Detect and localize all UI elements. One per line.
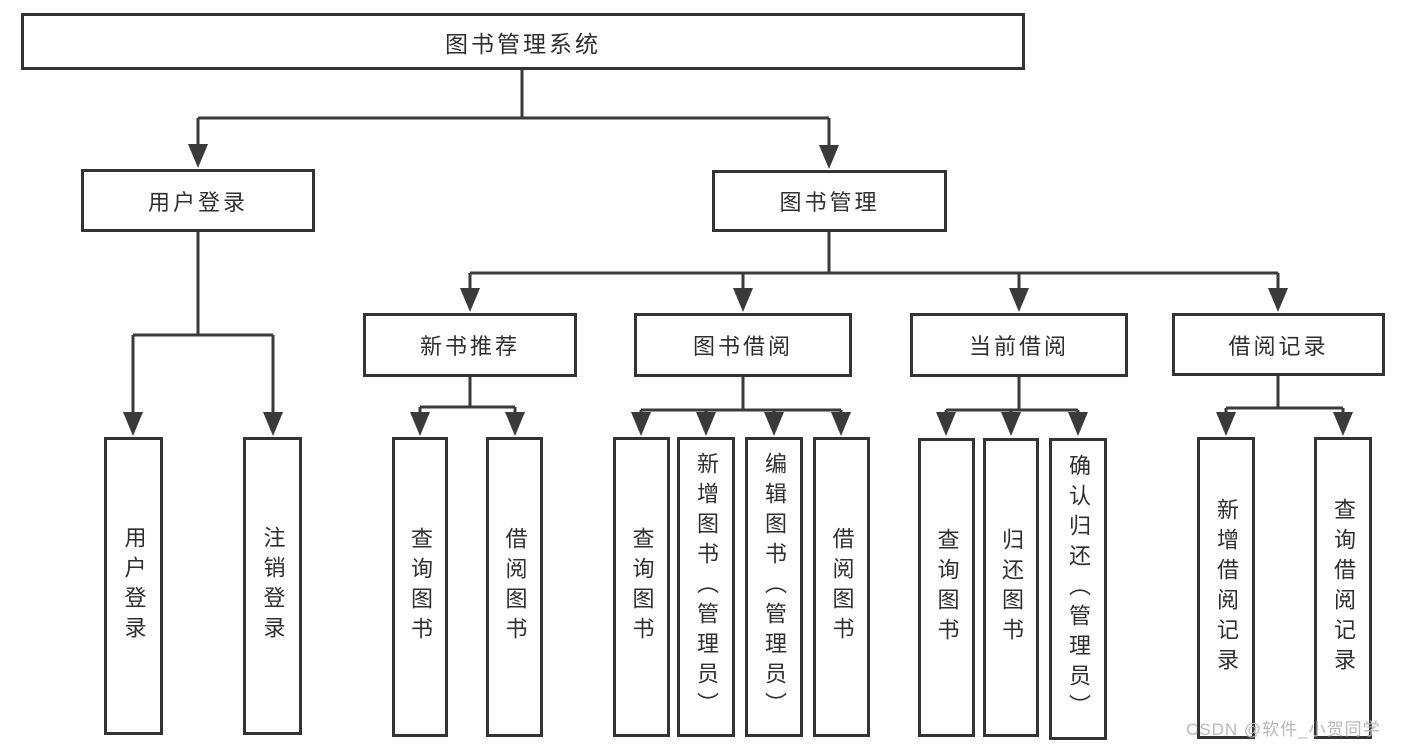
- node-new-book-recommend: 新书推荐: [363, 313, 577, 377]
- node-current-borrow: 当前借阅: [910, 313, 1128, 377]
- node-book-management: 图书管理: [712, 170, 947, 232]
- csdn-watermark: CSDN @软件_小贺同学: [1186, 720, 1381, 739]
- node-borrow-records-label: 借阅记录: [1228, 333, 1329, 359]
- leaf-borrow-books-label: 借阅图书: [829, 527, 855, 647]
- node-current-borrow-label: 当前借阅: [968, 334, 1069, 359]
- leaf-borrow-books-recommend: 借阅图书: [486, 437, 543, 737]
- node-new-book-recommend-label: 新书推荐: [419, 334, 520, 359]
- node-borrow-records: 借阅记录: [1172, 313, 1385, 376]
- node-root: 图书管理系统: [21, 13, 1025, 70]
- leaf-edit-books-admin-label: 编辑图书（管理员）: [762, 452, 787, 722]
- leaf-borrow-books-recommend-label: 借阅图书: [502, 527, 528, 647]
- leaf-logout-label: 注销登录: [260, 526, 286, 646]
- leaf-add-books-admin: 新增图书（管理员）: [677, 437, 735, 737]
- leaf-logout: 注销登录: [243, 437, 302, 735]
- leaf-return-books-label: 归还图书: [999, 527, 1024, 648]
- leaf-confirm-return-admin: 确认归还（管理员）: [1049, 438, 1107, 740]
- leaf-query-books-current: 查询图书: [918, 438, 975, 737]
- node-book-borrow-label: 图书借阅: [692, 334, 793, 359]
- node-root-label: 图书管理系统: [445, 30, 601, 57]
- leaf-add-borrow-record-label: 新增借阅记录: [1214, 498, 1239, 678]
- leaf-query-books-borrow: 查询图书: [613, 437, 670, 737]
- leaf-query-borrow-record-label: 查询借阅记录: [1331, 498, 1356, 678]
- leaf-query-books-borrow-label: 查询图书: [629, 527, 655, 647]
- leaf-borrow-books: 借阅图书: [813, 437, 870, 737]
- leaf-add-borrow-record: 新增借阅记录: [1197, 437, 1255, 739]
- leaf-add-books-admin-label: 新增图书（管理员）: [694, 452, 719, 722]
- leaf-user-login-label: 用户登录: [121, 526, 147, 646]
- leaf-confirm-return-admin-label: 确认归还（管理员）: [1066, 454, 1091, 724]
- leaf-query-books-current-label: 查询图书: [934, 527, 960, 648]
- node-book-management-label: 图书管理: [779, 190, 880, 215]
- leaf-query-borrow-record: 查询借阅记录: [1314, 437, 1372, 739]
- leaf-user-login: 用户登录: [104, 437, 163, 735]
- node-user-login-label: 用户登录: [147, 189, 248, 215]
- node-book-borrow: 图书借阅: [634, 313, 852, 377]
- leaf-edit-books-admin: 编辑图书（管理员）: [745, 437, 803, 737]
- leaf-return-books: 归还图书: [983, 438, 1039, 737]
- leaf-query-books-recommend-label: 查询图书: [408, 527, 433, 647]
- leaf-query-books-recommend: 查询图书: [392, 437, 448, 737]
- node-user-login: 用户登录: [81, 169, 315, 232]
